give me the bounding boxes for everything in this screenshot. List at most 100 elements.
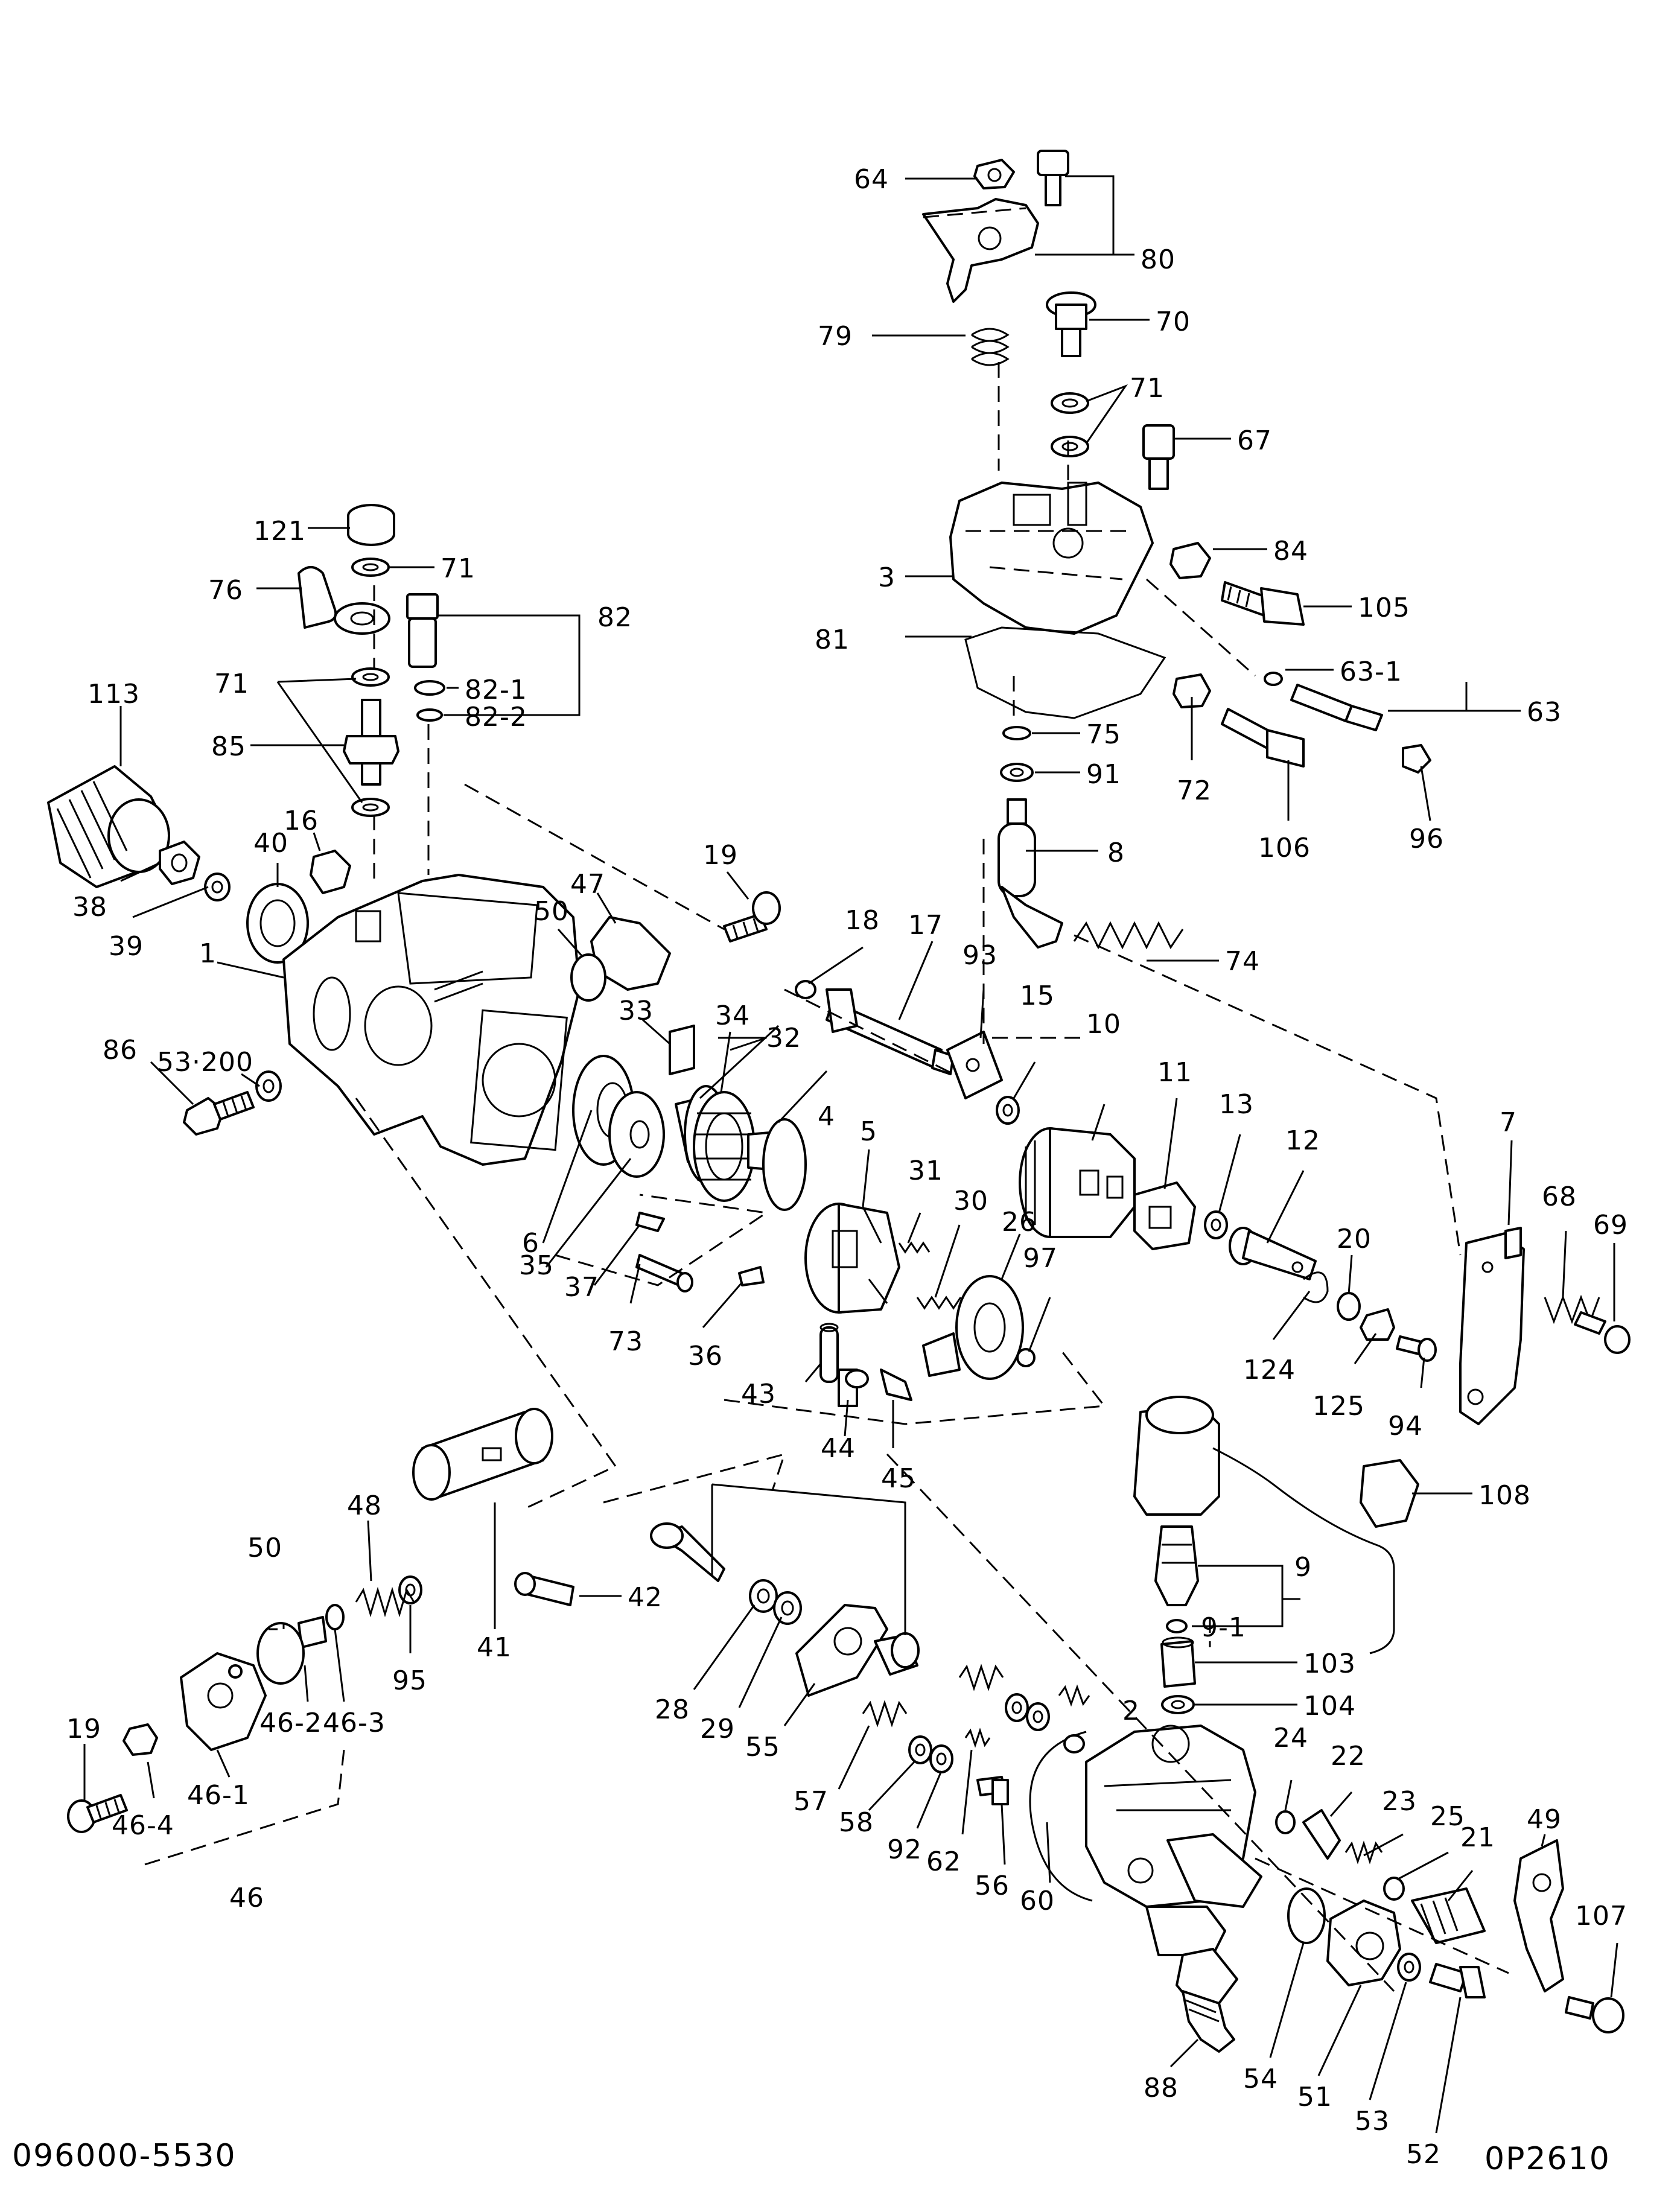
clip-45	[880, 1369, 912, 1401]
label-39: 39	[109, 931, 144, 962]
label-93: 93	[962, 940, 998, 971]
driveshaft-17	[826, 988, 955, 1075]
pin-42	[514, 1572, 574, 1606]
oring-18	[795, 980, 816, 999]
spring-31	[898, 1241, 931, 1254]
label-73: 73	[608, 1326, 643, 1357]
washer-39	[204, 873, 231, 901]
label-67: 67	[1237, 425, 1272, 456]
label-19-lower: 19	[66, 1714, 101, 1744]
screw-63	[1290, 684, 1383, 731]
screw-67	[1142, 424, 1175, 490]
nut-51	[1326, 1900, 1401, 1986]
label-113: 113	[88, 679, 140, 710]
label-47: 47	[570, 869, 605, 900]
label-46-3: 46-3	[323, 1708, 386, 1738]
nut-76	[334, 602, 390, 635]
label-7: 7	[1500, 1107, 1517, 1138]
label-64: 64	[854, 164, 889, 195]
label-46-2: 46-2	[259, 1708, 322, 1738]
bolt-69	[1574, 1311, 1631, 1354]
label-97: 97	[1023, 1243, 1058, 1274]
delivery-valves-22-23	[1275, 1809, 1405, 1901]
label-44: 44	[821, 1433, 856, 1464]
label-96: 96	[1409, 824, 1444, 854]
disc-35	[608, 1091, 665, 1178]
oring-46-3	[325, 1604, 345, 1630]
label-28: 28	[655, 1694, 690, 1725]
label-72: 72	[1177, 775, 1212, 806]
label-31: 31	[908, 1156, 943, 1186]
label-121: 121	[253, 516, 306, 547]
label-18: 18	[845, 905, 880, 936]
nut-84	[1169, 542, 1211, 579]
label-103: 103	[1303, 1648, 1356, 1679]
key-37	[635, 1212, 665, 1232]
label-11: 11	[1157, 1057, 1192, 1088]
bolt-86	[183, 1091, 255, 1136]
label-46: 46	[229, 1883, 264, 1913]
label-26: 26	[1002, 1207, 1037, 1238]
label-85: 85	[211, 731, 246, 762]
pin-44	[838, 1369, 869, 1407]
knob-113	[47, 765, 170, 888]
washer-95	[398, 1575, 422, 1604]
solenoid-108	[1133, 1396, 1419, 1655]
shaft-4	[747, 1118, 807, 1211]
lever-shaft-8	[998, 798, 1063, 949]
nut-38	[159, 841, 200, 885]
springs-57-62	[862, 1664, 1090, 1748]
nut-64	[973, 159, 1015, 189]
bolt-19-lower	[67, 1794, 128, 1833]
label-60: 60	[1020, 1886, 1055, 1916]
label-80: 80	[1141, 244, 1176, 275]
label-52: 52	[1406, 2139, 1441, 2170]
ball-97	[1016, 1348, 1036, 1367]
label-53-200: 53·200	[157, 1047, 253, 1078]
label-23: 23	[1382, 1786, 1417, 1817]
label-25: 25	[1430, 1801, 1465, 1832]
nut-72	[1172, 673, 1211, 708]
label-82: 82	[597, 602, 632, 633]
label-40: 40	[253, 828, 288, 859]
label-15: 15	[1020, 981, 1055, 1011]
washer-13	[1204, 1210, 1228, 1239]
label-49: 49	[1527, 1804, 1562, 1835]
screw-56	[976, 1776, 1009, 1805]
spring-74	[1073, 921, 1184, 950]
label-56: 56	[975, 1871, 1010, 1901]
lever-80	[922, 198, 1039, 303]
label-51: 51	[1297, 2082, 1332, 2113]
label-50-lower: 50	[247, 1533, 282, 1563]
label-58: 58	[839, 1807, 874, 1838]
washer-71-a	[351, 558, 390, 577]
bolt-88	[1182, 1990, 1235, 2053]
bolt-105	[1221, 581, 1305, 626]
label-88: 88	[1144, 2073, 1179, 2103]
spring-30	[916, 1296, 962, 1310]
label-54: 54	[1243, 2064, 1278, 2094]
nut-103	[1160, 1636, 1196, 1688]
label-63-1: 63-1	[1340, 657, 1402, 687]
washers-58-92	[908, 1693, 1050, 1773]
label-20: 20	[1337, 1224, 1372, 1254]
pipe-76	[298, 566, 337, 629]
cover-46-1	[180, 1652, 267, 1751]
washer-71-top	[1051, 392, 1089, 457]
pump-housing-1	[282, 874, 581, 1166]
bearing-40	[246, 883, 309, 964]
oring-9-1	[1166, 1619, 1188, 1633]
label-13: 13	[1219, 1089, 1254, 1120]
spring-48	[355, 1586, 415, 1618]
diagram-code: 0P2610	[1484, 2141, 1611, 2177]
label-107: 107	[1575, 1901, 1628, 1931]
washer-91	[1000, 763, 1034, 782]
label-35: 35	[519, 1250, 554, 1281]
label-10: 10	[1086, 1009, 1121, 1040]
washer-15	[996, 1096, 1020, 1125]
gear-34	[693, 1091, 756, 1202]
spring-79	[971, 328, 1010, 366]
label-57: 57	[794, 1786, 829, 1817]
washer-53	[1397, 1953, 1421, 1982]
bolt-94	[1396, 1335, 1437, 1362]
